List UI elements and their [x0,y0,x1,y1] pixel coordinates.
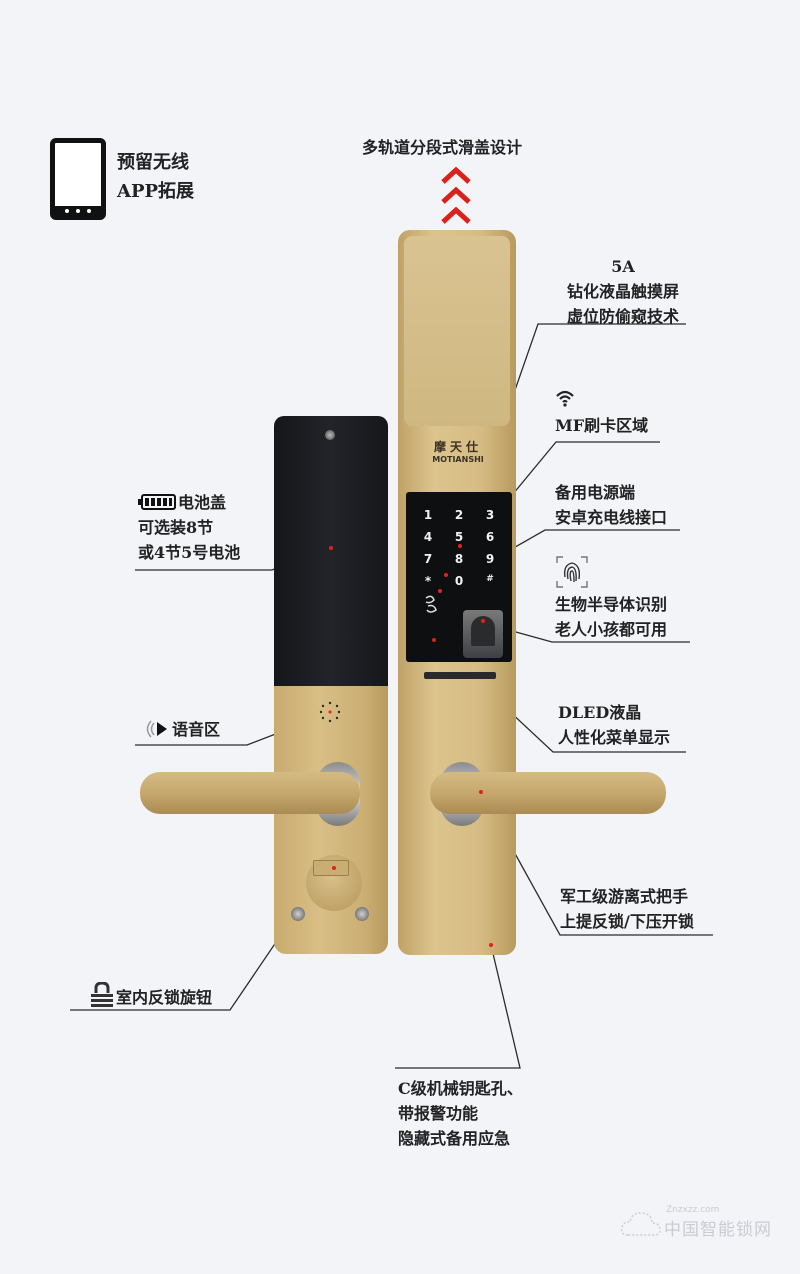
key-hash[interactable]: # [486,574,494,584]
speaker-icon [146,720,167,738]
knob-marker [332,866,336,870]
callout-touchscreen: 5A 钻化液晶触摸屏 虚位防偷窥技术 [566,257,679,326]
callout-fingerprint: 生物半导体识别 老人小孩都可用 [555,595,668,639]
battery-marker [329,546,333,550]
screw-icon [291,907,305,921]
chevron-up-icon [441,166,471,184]
callout-knob: 室内反锁旋钮 [116,988,213,1007]
touchscreen-marker [458,544,462,548]
left-lever-handle[interactable] [140,772,360,814]
key-9[interactable]: 9 [485,552,495,566]
callout-keyhole: C级机械钥匙孔、 带报警功能 隐藏式备用应急 [398,1079,523,1148]
key-8[interactable]: 8 [454,552,464,566]
usb-port-marker [438,589,442,593]
fingerprint-sensor[interactable] [463,610,503,658]
callout-backup-power: 备用电源端 安卓充电线接口 [555,483,668,527]
battery-icon [138,494,176,510]
key-0[interactable]: 0 [454,574,464,588]
callout-handle: 军工级游离式把手 上提反锁/下压开锁 [560,887,694,931]
callout-mf-card: MF刷卡区域 [555,416,649,435]
sliding-cover[interactable] [404,236,510,426]
brand-name-cn: 摩天仕 [433,440,482,454]
key-2[interactable]: 2 [454,508,464,522]
key-5[interactable]: 5 [454,530,464,544]
screw-icon [325,430,335,440]
display-slot [424,672,496,679]
screw-icon [355,907,369,921]
slide-cover-label: 多轨道分段式滑盖设计 [362,138,523,157]
handle-marker [479,790,483,794]
fingerprint-icon [556,556,588,588]
callout-battery-title: 电池盖 [178,493,227,512]
dled-marker [432,638,436,642]
app-extension-label: 预留无线 APP拓展 [117,152,195,202]
chevron-up-icon [441,186,471,204]
cloud-logo-icon [620,1212,661,1236]
key-4[interactable]: 4 [423,530,433,544]
mf-card-marker [444,573,448,577]
speaker-grille-icon [319,701,341,723]
chevron-up-icon [441,206,471,224]
battery-cover [274,416,388,688]
keyhole-marker [489,943,493,947]
right-lever-handle[interactable] [430,772,666,814]
key-6[interactable]: 6 [485,530,495,544]
lock-icon [91,982,113,1007]
key-3[interactable]: 3 [485,508,495,522]
card-reader-icon [425,595,437,613]
thumb-turn-bar [313,860,349,876]
fingerprint-marker [481,619,485,623]
callout-voice: 语音区 [172,720,221,739]
key-7[interactable]: 7 [423,552,433,566]
watermark: Znzxzz.com 中国智能锁网 [620,1205,790,1245]
brand-name-en: MOTIANSHI [432,455,484,464]
key-star[interactable]: * [424,574,432,588]
tablet-icon [50,138,106,220]
wifi-icon [556,390,574,407]
key-1[interactable]: 1 [423,508,433,522]
callout-dled: DLED液晶 人性化菜单显示 [558,703,671,747]
callout-battery: 可选装8节 或4节5号电池 [138,518,241,562]
